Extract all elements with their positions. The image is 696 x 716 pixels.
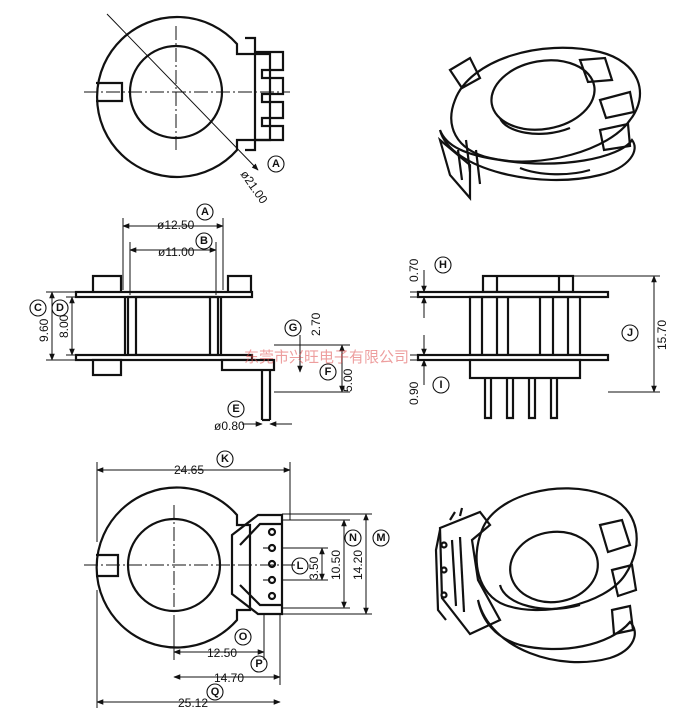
svg-text:P: P [255,658,262,670]
svg-text:O: O [239,631,248,643]
svg-text:I: I [439,379,442,391]
dim-q-value: 25.12 [178,696,208,710]
dim-h-value: 0.70 [407,258,421,282]
label-d: D [51,299,69,317]
label-p: P [250,655,268,673]
label-m: M [372,529,390,547]
side-view [46,218,350,427]
svg-text:Q: Q [211,686,220,698]
dim-m-value: 14.20 [351,550,365,580]
svg-text:J: J [627,327,633,339]
dim-c-value: 9.60 [37,318,51,342]
dim-n-value: 10.50 [329,550,343,580]
front-view [410,270,660,420]
dim-a2-value: ø12.50 [157,218,195,232]
label-h: H [434,256,452,274]
svg-text:F: F [325,366,332,378]
label-i: I [432,376,450,394]
dim-o-value: 12.50 [207,646,237,660]
isometric-view-top [437,46,642,201]
top-view [84,13,290,179]
dim-k-value: 24.65 [174,463,204,477]
label-b: B [195,232,213,250]
svg-text:K: K [221,453,229,465]
svg-text:A: A [272,158,280,170]
dim-e-value: ø0.80 [214,419,245,433]
bottom-view [84,462,372,708]
label-e: E [227,400,245,418]
dim-f-value: 5.00 [341,368,355,392]
label-g: G [284,319,302,337]
svg-text:A: A [201,206,209,218]
watermark-text: 东莞市兴旺电子有限公司 [244,349,409,366]
dim-p-value: 14.70 [214,671,244,685]
label-a-top: A [267,155,285,173]
dim-l-value: 3.50 [307,556,321,580]
label-a-side: A [196,203,214,221]
label-c: C [29,299,47,317]
isometric-view-bottom [434,487,638,664]
label-o: O [234,628,252,646]
dim-d-value: 8.00 [57,314,71,338]
svg-text:B: B [200,235,208,247]
label-f: F [319,363,337,381]
svg-text:G: G [289,322,298,334]
svg-text:D: D [56,302,64,314]
dim-g-value: 2.70 [309,312,323,336]
dim-b-value: ø11.00 [158,245,195,259]
dim-i-value: 0.90 [407,381,421,405]
svg-text:C: C [34,302,42,314]
dim-a-value: ø21.00 [238,168,271,207]
svg-text:M: M [376,532,385,544]
svg-text:E: E [232,403,239,415]
svg-text:L: L [297,560,304,572]
label-j: J [621,324,639,342]
dim-j-value: 15.70 [655,320,669,350]
label-n: N [344,529,362,547]
svg-text:N: N [349,532,357,544]
label-q: Q [206,683,224,701]
label-l: L [291,557,309,575]
svg-text:H: H [439,259,447,271]
label-k: K [216,450,234,468]
